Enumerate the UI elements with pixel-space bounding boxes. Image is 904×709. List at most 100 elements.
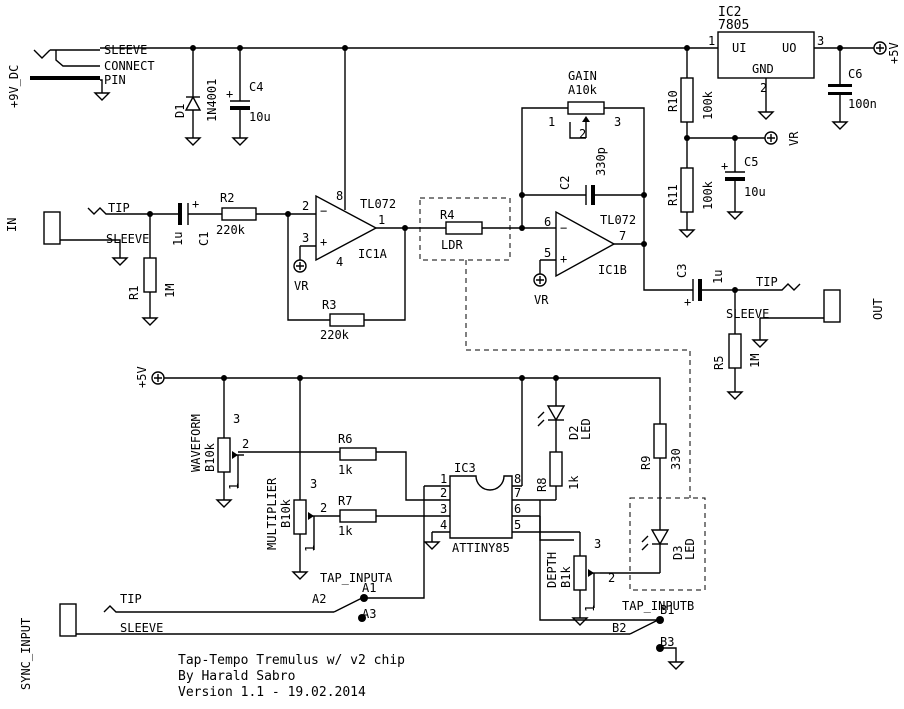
svg-text:7805: 7805 <box>718 18 749 33</box>
svg-text:1u: 1u <box>711 270 725 284</box>
svg-text:GND: GND <box>752 62 774 76</box>
svg-text:3: 3 <box>594 537 601 551</box>
svg-text:TIP: TIP <box>108 201 130 215</box>
svg-text:3: 3 <box>614 115 621 129</box>
svg-text:C4: C4 <box>249 80 263 94</box>
ldr-r4: R4 LDR <box>419 197 548 261</box>
svg-text:330p: 330p <box>594 147 608 176</box>
svg-text:VR: VR <box>534 293 549 307</box>
svg-text:+: + <box>721 159 728 173</box>
svg-text:R2: R2 <box>220 191 234 205</box>
svg-text:UO: UO <box>782 41 796 55</box>
svg-text:1N4001: 1N4001 <box>205 79 219 122</box>
capacitor-c6: C6 100n <box>828 48 877 130</box>
svg-text:100n: 100n <box>848 97 877 111</box>
svg-text:+: + <box>560 252 567 266</box>
svg-text:GAIN: GAIN <box>568 69 597 83</box>
power-section: +9V_DC SLEEVE CONNECT PIN D1 1N4001 + <box>7 5 901 238</box>
svg-text:2: 2 <box>320 501 327 515</box>
svg-text:5: 5 <box>544 246 551 260</box>
svg-text:SLEEVE: SLEEVE <box>106 232 149 246</box>
supply-label: +9V_DC <box>7 65 21 108</box>
svg-text:3: 3 <box>440 502 447 516</box>
svg-text:100k: 100k <box>701 90 715 120</box>
svg-text:2: 2 <box>440 486 447 500</box>
title-line-1: Tap-Tempo Tremulus w/ v2 chip <box>178 653 405 668</box>
svg-text:1M: 1M <box>163 284 177 298</box>
svg-text:B10k: B10k <box>279 498 293 528</box>
svg-text:D3: D3 <box>671 546 685 560</box>
svg-text:SYNC_INPUT: SYNC_INPUT <box>19 618 33 690</box>
svg-text:TL072: TL072 <box>360 197 396 211</box>
svg-text:MULTIPLIER: MULTIPLIER <box>265 477 279 550</box>
svg-text:C5: C5 <box>744 155 758 169</box>
svg-text:R3: R3 <box>322 298 336 312</box>
resistor-r2 <box>221 207 257 221</box>
opamp-ic1b: − + 6 5 7 TL072 IC1B VR C2 330p GAIN A10… <box>519 69 647 307</box>
svg-text:1: 1 <box>378 213 385 227</box>
sync-jack <box>59 603 77 637</box>
svg-text:R5: R5 <box>712 356 726 370</box>
resistor-r5 <box>728 333 742 369</box>
resistor-r7 <box>339 509 377 523</box>
svg-text:6: 6 <box>544 215 551 229</box>
svg-text:TIP: TIP <box>120 592 142 606</box>
svg-text:OUT: OUT <box>871 298 885 320</box>
svg-text:B1: B1 <box>660 603 674 617</box>
svg-text:R10: R10 <box>666 90 680 112</box>
svg-text:SLEEVE: SLEEVE <box>120 621 163 635</box>
svg-text:D1: D1 <box>173 104 187 118</box>
svg-text:8: 8 <box>336 189 343 203</box>
svg-text:2: 2 <box>302 199 309 213</box>
mcu-ic3: IC3 ATTINY85 1 2 3 4 8 7 6 5 <box>423 378 580 555</box>
resistor-r8 <box>549 451 563 487</box>
led-d2: D2 LED <box>537 378 593 452</box>
svg-text:TAP_INPUTA: TAP_INPUTA <box>320 571 393 585</box>
svg-text:3: 3 <box>302 231 309 245</box>
svg-text:1: 1 <box>227 483 241 490</box>
opamp-ic1a: − + 2 3 8 4 1 TL072 IC1A VR R3 220k <box>287 48 420 342</box>
svg-text:6: 6 <box>514 502 521 516</box>
output-jack <box>823 289 841 323</box>
svg-text:B3: B3 <box>660 635 674 649</box>
regulator-ic2: UI UO GND IC2 7805 1 3 2 <box>708 5 876 120</box>
control-section: +5V WAVEFORM B10k 3 2 1 MULTIPLIER B10k … <box>19 366 706 690</box>
svg-text:220k: 220k <box>216 223 246 237</box>
dc-connect-label: CONNECT <box>104 59 155 73</box>
capacitor-c4: + C4 10u <box>226 48 271 146</box>
svg-text:IC1B: IC1B <box>598 263 627 277</box>
svg-text:C3: C3 <box>675 264 689 278</box>
svg-text:B10k: B10k <box>203 442 217 472</box>
svg-text:ATTINY85: ATTINY85 <box>452 541 510 555</box>
title-line-3: Version 1.1 - 19.02.2014 <box>178 685 366 700</box>
svg-text:B1k: B1k <box>559 566 573 588</box>
svg-text:1M: 1M <box>748 354 762 368</box>
svg-text:+: + <box>226 87 233 101</box>
svg-text:1: 1 <box>583 605 597 612</box>
svg-text:TL072: TL072 <box>600 213 636 227</box>
svg-text:VR: VR <box>294 279 309 293</box>
resistor-r10: R10 100k <box>666 48 715 168</box>
audio-input-section: IN SLEEVE TIP R1 1M + 1u C1 R2 220k <box>5 191 316 326</box>
svg-text:1k: 1k <box>567 475 581 490</box>
led-d3: D3 LED <box>629 497 706 591</box>
svg-text:1k: 1k <box>338 463 353 477</box>
optical-coupling-line <box>465 260 691 498</box>
svg-text:R6: R6 <box>338 432 352 446</box>
svg-text:−: − <box>560 221 567 235</box>
svg-text:A2: A2 <box>312 592 326 606</box>
svg-text:LED: LED <box>683 538 697 560</box>
svg-text:4: 4 <box>440 518 447 532</box>
svg-text:10u: 10u <box>744 185 766 199</box>
resistor-r3 <box>329 313 365 327</box>
svg-text:R9: R9 <box>639 456 653 470</box>
svg-text:A1: A1 <box>362 581 376 595</box>
dc-sleeve-label: SLEEVE <box>104 43 147 57</box>
svg-text:2: 2 <box>579 127 586 141</box>
svg-text:2: 2 <box>608 571 615 585</box>
svg-text:3: 3 <box>817 34 824 48</box>
svg-text:IC1A: IC1A <box>358 247 388 261</box>
svg-text:+: + <box>192 197 199 211</box>
svg-text:A3: A3 <box>362 607 376 621</box>
